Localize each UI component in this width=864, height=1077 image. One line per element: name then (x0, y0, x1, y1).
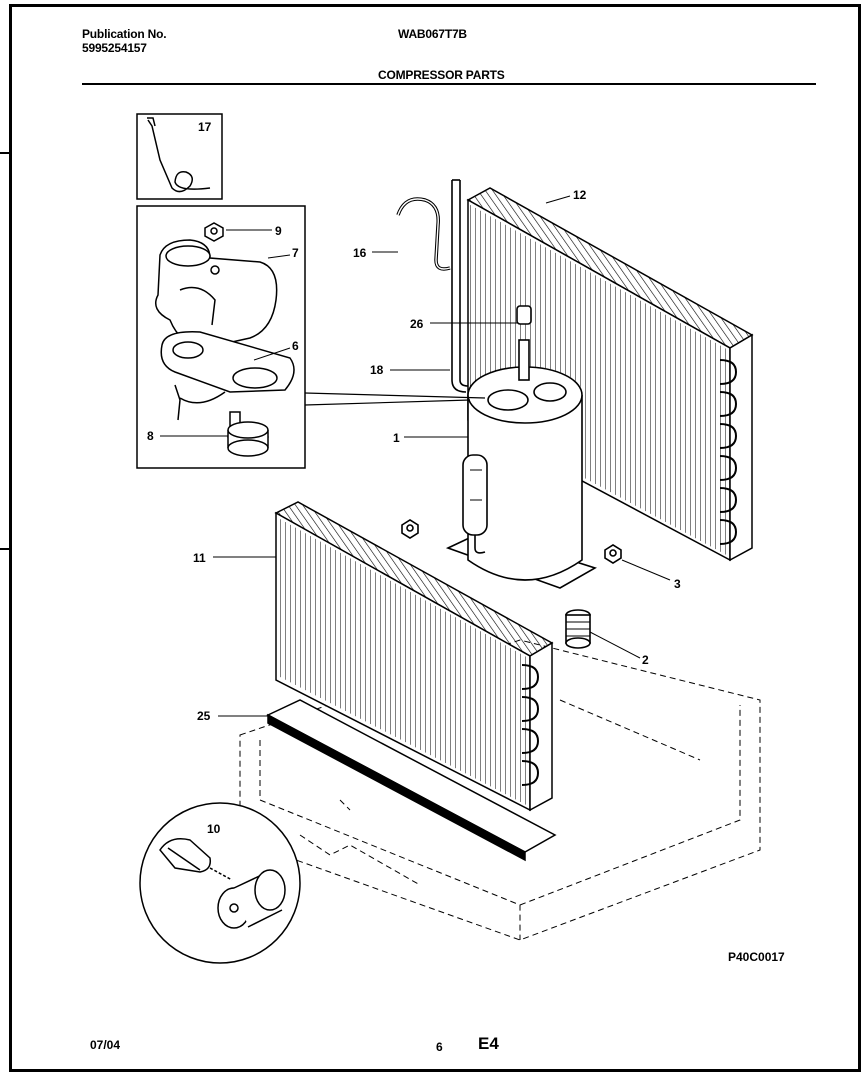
condenser-coil-left (274, 501, 554, 812)
header-rule (82, 83, 816, 85)
callout-17: 17 (198, 120, 212, 134)
footer-page: 6 (436, 1040, 443, 1054)
callout-12: 12 (573, 188, 587, 202)
callout-6: 6 (292, 339, 299, 353)
sensor-inset (136, 113, 223, 200)
inset-connector-lines (304, 392, 486, 406)
callout-10: 10 (207, 822, 221, 836)
figure-code: P40C0017 (728, 950, 785, 964)
leader-lines (160, 195, 671, 717)
edge-mark-bottom (0, 548, 9, 550)
callout-11: 11 (193, 551, 206, 565)
insulation-strip (266, 699, 557, 862)
callout-26: 26 (410, 317, 424, 331)
terminal-parts-inset (136, 205, 306, 469)
callout-8: 8 (147, 429, 154, 443)
footer-date: 07/04 (90, 1038, 121, 1052)
callout-9: 9 (275, 224, 282, 238)
compressor (401, 305, 622, 649)
callout-16: 16 (353, 246, 367, 260)
model-number: WAB067T7B (398, 27, 467, 41)
capacitor-inset (139, 802, 301, 964)
publication-label: Publication No. (82, 27, 167, 41)
callout-3: 3 (674, 577, 681, 591)
callout-1: 1 (393, 431, 400, 445)
discharge-tube (451, 179, 469, 393)
condenser-coil-right (466, 187, 754, 562)
callout-7: 7 (292, 246, 299, 260)
section-title: COMPRESSOR PARTS (378, 68, 505, 82)
callout-2: 2 (642, 653, 649, 667)
edge-mark-top (0, 152, 9, 154)
callout-25: 25 (197, 709, 211, 723)
suction-tube (396, 197, 451, 271)
callout-18: 18 (370, 363, 384, 377)
footer-sheet: E4 (478, 1034, 499, 1053)
publication-number: 5995254157 (82, 41, 147, 55)
